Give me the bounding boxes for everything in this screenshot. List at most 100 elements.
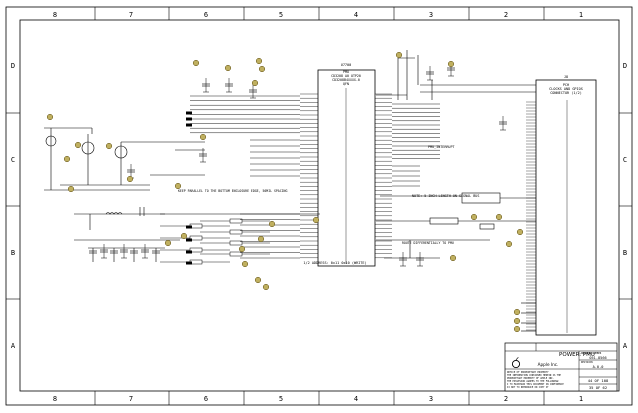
revision-label: REVISION xyxy=(581,361,593,364)
left-circuit xyxy=(44,127,320,262)
marker-dot xyxy=(192,59,200,67)
revision-value: A.0.0 xyxy=(593,365,604,369)
marker-dot xyxy=(449,254,457,262)
offpage-connector xyxy=(186,123,192,127)
offpage-connector xyxy=(186,261,192,265)
marker-dot xyxy=(257,235,265,243)
drawing-title: POWER: PMU xyxy=(559,352,595,358)
marker-dot xyxy=(395,51,403,59)
marker-dots xyxy=(46,51,524,333)
marker-dot xyxy=(241,260,249,268)
marker-dot xyxy=(495,213,503,221)
dwg-number: 051-8566 xyxy=(589,356,606,360)
connector-j8: J8 PCH CLOCKS AND GPIOS CONNECTOR (1/2) xyxy=(535,75,597,336)
col-label-bottom: 2 xyxy=(504,395,508,403)
pmu-part-line: CD3208B4XXXX-0 xyxy=(332,78,360,82)
row-label-left: B xyxy=(11,249,15,257)
title-block: POWER: PMU Apple Inc. DRAWING NUMBER 051… xyxy=(504,342,618,392)
marker-dot xyxy=(46,113,54,121)
col-label-top: 6 xyxy=(204,11,208,19)
border-frame xyxy=(5,6,633,406)
marker-dot xyxy=(505,240,513,248)
col-label-top: 2 xyxy=(504,11,508,19)
marker-dot xyxy=(312,216,320,224)
marker-dot xyxy=(470,213,478,221)
col-label-top: 5 xyxy=(279,11,283,19)
routing-note: ROUTE DIFFERENTIALLY TO PMU xyxy=(402,241,454,245)
col-label-top: 3 xyxy=(429,11,433,19)
col-label-bottom: 6 xyxy=(204,395,208,403)
marker-dot xyxy=(251,79,259,87)
marker-dot xyxy=(268,220,276,228)
notice-line: THE INFORMATION CONTAINED HEREIN IS THE xyxy=(507,374,562,377)
marker-dot xyxy=(105,142,113,150)
row-label-right: A xyxy=(623,342,628,350)
marker-dot xyxy=(126,175,134,183)
marker-dot xyxy=(513,317,521,325)
connector-title-line: CLOCKS AND GPIOS xyxy=(549,87,583,91)
annotation-notes: NOTE: 5 INCH LENGTH ON SIGNAL BUS PMU_IN… xyxy=(178,145,479,245)
marker-dot xyxy=(513,308,521,316)
row-label-left: A xyxy=(11,342,16,350)
right-circuit xyxy=(376,50,536,332)
col-label-top: 7 xyxy=(129,11,133,19)
col-label-bottom: 4 xyxy=(354,395,358,403)
offpage-connector xyxy=(186,111,192,115)
col-label-top: 1 xyxy=(579,11,583,19)
connector-title-line: PCH xyxy=(563,83,569,87)
marker-dot xyxy=(254,276,262,284)
notice-line: II NOT TO REPRODUCE OR COPY IT xyxy=(507,386,549,389)
notice-line: NOTICE OF PROPRIETARY PROPERTY xyxy=(507,371,549,374)
length-note: KEEP PARALLEL TO THE BOTTOM ENCLOSURE ED… xyxy=(178,189,287,193)
dwg-number-label: DRAWING NUMBER xyxy=(581,352,602,355)
offpage-connector xyxy=(186,117,192,121)
marker-dot xyxy=(262,283,270,291)
border-labels: 8 7 6 5 4 3 2 1 8 7 6 5 4 3 2 1 D C B A … xyxy=(11,11,628,403)
marker-dot xyxy=(447,60,455,68)
offpage-connector xyxy=(186,250,192,254)
marker-dot xyxy=(164,239,172,247)
notice-line: PROPRIETARY PROPERTY OF APPLE INC. xyxy=(507,377,554,380)
col-label-bottom: 8 xyxy=(53,395,57,403)
marker-dot xyxy=(199,133,207,141)
offpage-connector xyxy=(186,225,192,229)
row-label-right: C xyxy=(623,156,627,164)
wiring xyxy=(100,62,536,331)
apple-logo xyxy=(511,357,521,369)
marker-dot xyxy=(174,182,182,190)
col-label-bottom: 5 xyxy=(279,395,283,403)
marker-dot xyxy=(180,232,188,240)
pmu-part-line: QFN xyxy=(343,82,349,86)
signal-note: NOTE: 5 INCH LENGTH ON SIGNAL BUS xyxy=(412,194,479,198)
pmu-ic: U7700 PMU CD3208 A0 OTP20 CD3208B4XXXX-0… xyxy=(303,63,376,267)
notice-line: THE POSSESSOR AGREES TO THE FOLLOWING: xyxy=(507,380,560,383)
row-label-right: D xyxy=(623,62,627,70)
marker-dot xyxy=(516,228,524,236)
sheet-number: 44 OF 108 xyxy=(588,378,609,383)
marker-dot xyxy=(513,325,521,333)
marker-dot xyxy=(74,141,82,149)
connector-title-line: CONNECTOR (1/2) xyxy=(550,91,582,95)
marker-dot xyxy=(224,64,232,72)
row-label-left: C xyxy=(11,156,15,164)
pmu-interrupt-note: PMU_INTERRUPT xyxy=(428,145,455,149)
pmu-part-line: CD3208 A0 OTP20 xyxy=(331,74,361,78)
col-label-bottom: 3 xyxy=(429,395,433,403)
row-label-left: D xyxy=(11,62,15,70)
page-number: 35 OF 62 xyxy=(589,385,607,390)
pmu-ref: U7700 xyxy=(341,63,352,67)
company-name: Apple Inc. xyxy=(538,362,559,367)
col-label-top: 4 xyxy=(354,11,358,19)
col-label-bottom: 1 xyxy=(579,395,583,403)
connector-ref: J8 xyxy=(564,75,568,79)
marker-dot xyxy=(258,65,266,73)
marker-dot xyxy=(238,245,246,253)
pmu-part-line: PMU xyxy=(343,70,349,74)
marker-dot xyxy=(255,57,263,65)
offpage-connector xyxy=(186,238,192,242)
pmu-footer: 1/2 ADDRESS: 0x11 0x10 (WRITE) xyxy=(303,261,366,265)
notice-line: I TO MAINTAIN THIS DOCUMENT IN CONFIDENC… xyxy=(507,383,564,386)
marker-dot xyxy=(63,155,71,163)
